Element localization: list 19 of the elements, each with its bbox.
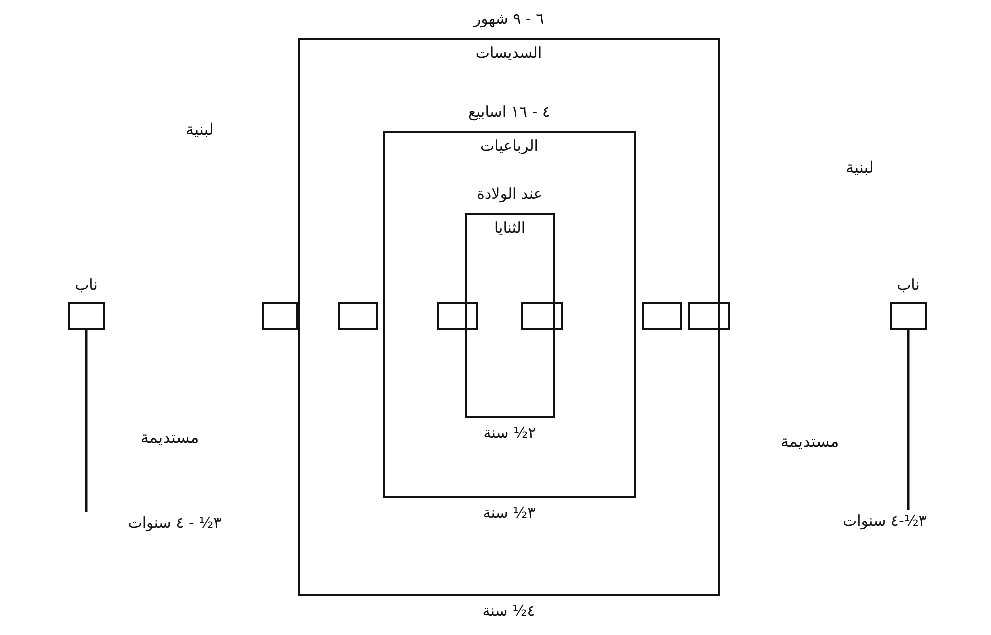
- tooth-group-name: السديسات: [476, 44, 542, 62]
- dentition-type: مستديمة: [780, 432, 840, 451]
- shedding-age: ٢½ سنة: [484, 424, 536, 442]
- tooth-group-name: الثنايا: [494, 219, 526, 237]
- eruption-age: ٤ - ١٦ اسابيع: [468, 103, 550, 121]
- shedding-age: ٤½ سنة: [482, 602, 536, 620]
- tooth-name: ناب: [897, 276, 920, 294]
- connector-line: [907, 330, 910, 510]
- dentition-type: لبنية: [186, 120, 214, 139]
- shedding-age: ٣½ سنة: [483, 504, 536, 522]
- age-text: ٣½-٤ سنوات: [843, 512, 927, 530]
- dentition-type: لبنية: [846, 158, 874, 177]
- eruption-age: عند الولادة: [477, 185, 543, 203]
- age-text: ٣½ - ٤ سنوات: [128, 514, 222, 532]
- eruption-age: ٦ - ٩ شهور: [474, 10, 544, 28]
- dentition-type: مستديمة: [140, 428, 200, 447]
- connector-line: [85, 330, 88, 512]
- tooth-name: ناب: [75, 276, 98, 294]
- tooth-group-name: الرباعيات: [480, 137, 538, 155]
